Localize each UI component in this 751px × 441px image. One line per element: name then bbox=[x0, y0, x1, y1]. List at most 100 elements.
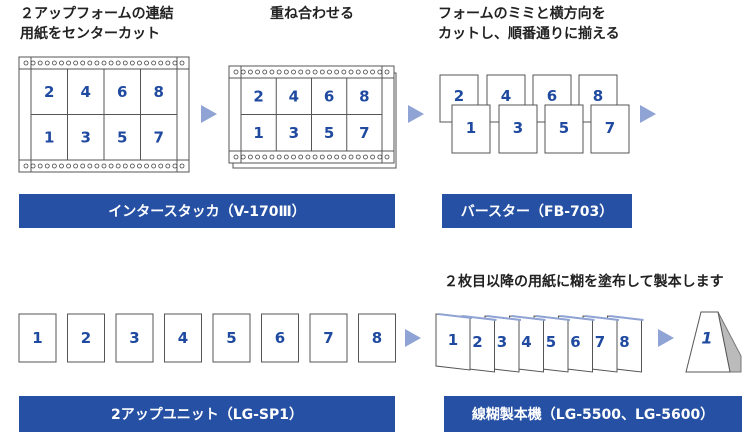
form-stacked-page-2: 2 bbox=[253, 87, 263, 105]
burst-sheet-front bbox=[590, 104, 630, 154]
form-stacked-hole bbox=[377, 69, 383, 75]
form-2up-hole bbox=[151, 60, 157, 66]
form-2up-hole bbox=[129, 163, 135, 169]
form-stacked-hole bbox=[348, 154, 354, 160]
arrow-5 bbox=[658, 329, 674, 347]
form-stacked-hole bbox=[341, 154, 347, 160]
sheet-page-7: 7 bbox=[323, 329, 333, 347]
burst-page-2: 2 bbox=[454, 87, 464, 105]
form-2up-hole bbox=[101, 163, 107, 169]
burst-sheet-front bbox=[451, 104, 491, 154]
form-2up-hole bbox=[80, 163, 86, 169]
stack-page-1: 1 bbox=[448, 331, 458, 349]
stack-page-7: 7 bbox=[595, 333, 605, 351]
burst-page-3: 3 bbox=[513, 119, 523, 137]
burst-sheet-front bbox=[544, 104, 584, 154]
form-stacked-hole bbox=[377, 154, 383, 160]
form-2up-hole bbox=[172, 60, 178, 66]
burst-page-1: 1 bbox=[466, 119, 476, 137]
glue-line bbox=[609, 315, 644, 321]
form-2up-hole bbox=[51, 60, 57, 66]
separate-sheet bbox=[67, 313, 105, 363]
form-stacked-page-4: 4 bbox=[289, 87, 299, 105]
machine-band-unit: 2アップユニット（LG-SP1） bbox=[19, 396, 395, 432]
form-2up-hole bbox=[101, 60, 107, 66]
arrow-3 bbox=[640, 105, 656, 123]
form-stacked-hole bbox=[233, 154, 239, 160]
form-2up-hole bbox=[144, 60, 149, 66]
form-stacked-hole bbox=[327, 69, 332, 75]
form-2up-hole bbox=[165, 60, 171, 66]
separate-sheet bbox=[115, 313, 154, 363]
form-stacked-hole bbox=[348, 69, 354, 75]
form-2up-hole bbox=[30, 60, 36, 66]
arrow-1 bbox=[201, 105, 217, 123]
form-2up-hole bbox=[66, 163, 71, 169]
form-2up-hole bbox=[51, 163, 57, 169]
form-2up-hole bbox=[59, 60, 64, 66]
form-stacked-hole bbox=[255, 154, 260, 160]
form-stacked-page-8: 8 bbox=[359, 87, 369, 105]
caption-step2: 重ね合わせる bbox=[270, 6, 354, 22]
form-2up-hole bbox=[115, 163, 121, 169]
form-stacked-page-6: 6 bbox=[324, 87, 334, 105]
stack-page-5: 5 bbox=[546, 333, 556, 351]
form-2up-hole bbox=[137, 60, 142, 66]
form-stacked-hole bbox=[276, 154, 282, 160]
form-2up-hole bbox=[30, 163, 36, 169]
form-stacked-hole bbox=[233, 69, 239, 75]
form-2up-page-2: 2 bbox=[44, 83, 54, 101]
separate-sheet bbox=[164, 313, 202, 363]
form-stacked-hole bbox=[291, 154, 296, 160]
separate-sheet bbox=[309, 313, 348, 363]
glue-line bbox=[584, 315, 620, 321]
form-stacked-hole bbox=[327, 154, 332, 160]
form-2up-hole bbox=[165, 163, 171, 169]
form-2up-page-4: 4 bbox=[81, 83, 91, 101]
booklet-page-1: 1 bbox=[701, 329, 712, 348]
form-2up-page-7: 7 bbox=[154, 128, 164, 146]
form-2up-hole bbox=[137, 163, 142, 169]
machine-band-burster: バースター（FB-703） bbox=[442, 194, 632, 228]
separate-sheet bbox=[261, 313, 299, 363]
stack-page-6: 6 bbox=[570, 333, 580, 351]
form-stacked-hole bbox=[291, 69, 296, 75]
form-2up-hole bbox=[73, 60, 79, 66]
form-stacked-hole bbox=[363, 154, 368, 160]
burst-page-4: 4 bbox=[501, 87, 511, 105]
form-2up-hole bbox=[115, 60, 121, 66]
sheet-page-3: 3 bbox=[129, 329, 139, 347]
form-2up-hole bbox=[23, 163, 29, 169]
glue-line bbox=[486, 315, 522, 321]
form-2up-hole bbox=[94, 163, 100, 169]
form-2up-hole bbox=[108, 163, 114, 169]
form-stacked-hole bbox=[355, 154, 361, 160]
form-2up-hole bbox=[129, 60, 135, 66]
separate-sheet bbox=[18, 313, 57, 363]
form-stacked-hole bbox=[370, 154, 376, 160]
caption-step3: フォームのミミと横方向を カットし、順番通りに揃える bbox=[438, 6, 620, 42]
form-2up-hole bbox=[179, 163, 185, 169]
form-2up-hole bbox=[37, 60, 43, 66]
form-stacked-hole bbox=[334, 69, 340, 75]
form-stacked-hole bbox=[319, 154, 325, 160]
form-2up-hole bbox=[122, 60, 128, 66]
form-2up-hole bbox=[179, 60, 185, 66]
form-2up-hole bbox=[37, 163, 43, 169]
form-stacked-hole bbox=[262, 69, 268, 75]
form-stacked-hole bbox=[283, 69, 289, 75]
sheet-page-1: 1 bbox=[32, 329, 42, 347]
sheet-page-2: 2 bbox=[81, 329, 91, 347]
form-stacked-hole bbox=[363, 69, 368, 75]
form-2up-page-3: 3 bbox=[81, 128, 91, 146]
sheet-page-8: 8 bbox=[372, 329, 382, 347]
separate-sheet bbox=[212, 313, 251, 363]
form-stacked-page-1: 1 bbox=[253, 124, 263, 142]
form-2up-hole bbox=[172, 163, 178, 169]
form-stacked-page-7: 7 bbox=[359, 124, 369, 142]
form-stacked-hole bbox=[341, 69, 347, 75]
form-stacked-hole bbox=[247, 69, 253, 75]
separate-sheet bbox=[358, 313, 396, 363]
sheet-page-4: 4 bbox=[178, 329, 188, 347]
